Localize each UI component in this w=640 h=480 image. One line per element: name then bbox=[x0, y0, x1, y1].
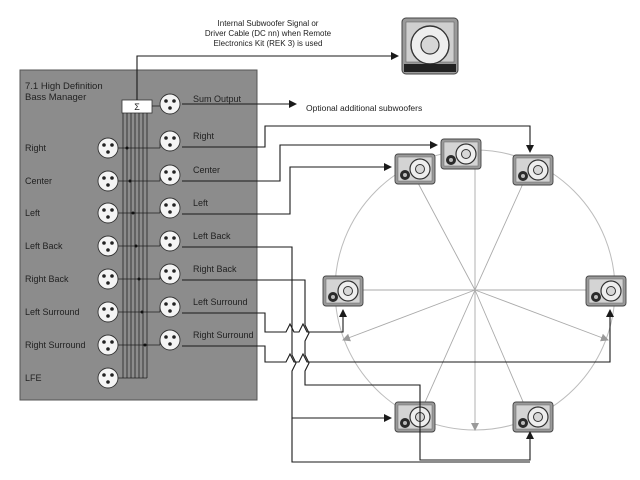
sum-symbol: Σ bbox=[134, 102, 140, 112]
wire-right bbox=[182, 125, 534, 153]
direction-spoke bbox=[417, 289, 476, 419]
summing-bus bbox=[118, 105, 161, 379]
subwoofer-base bbox=[404, 64, 456, 72]
speakers bbox=[322, 138, 627, 433]
speaker-left-back-icon bbox=[394, 401, 436, 433]
input-label-lfe: LFE bbox=[25, 373, 42, 383]
output-label-left: Left bbox=[193, 198, 209, 208]
output-label-right-back: Right Back bbox=[193, 264, 237, 274]
output-label-sum-output: Sum Output bbox=[193, 94, 242, 104]
wiring bbox=[136, 52, 614, 463]
output-connector-sum-output-icon bbox=[159, 93, 181, 115]
input-connector-right-back-icon bbox=[97, 268, 119, 290]
optional-subwoofers-label: Optional additional subwoofers bbox=[306, 103, 422, 113]
input-connector-left-icon bbox=[97, 202, 119, 224]
speaker-center-icon bbox=[440, 138, 482, 170]
annotations: Internal Subwoofer Signal or Driver Cabl… bbox=[205, 19, 422, 113]
subwoofer-unit bbox=[401, 17, 459, 75]
output-label-left-surround: Left Surround bbox=[193, 297, 248, 307]
wire-left-surround bbox=[182, 309, 347, 333]
output-connector-right-surround-icon bbox=[159, 329, 181, 351]
direction-spoke bbox=[474, 289, 609, 342]
input-label-left-surround: Left Surround bbox=[25, 307, 80, 317]
input-label-right: Right bbox=[25, 143, 47, 153]
subwoofer-dome bbox=[420, 35, 440, 55]
speaker-left-icon bbox=[394, 153, 436, 185]
direction-spoke bbox=[474, 167, 531, 291]
input-connector-lfe-icon bbox=[97, 367, 119, 389]
bus-junction bbox=[128, 179, 132, 183]
bus-junction bbox=[137, 277, 141, 281]
output-label-right-surround: Right Surround bbox=[193, 330, 254, 340]
input-label-left-back: Left Back bbox=[25, 241, 63, 251]
speaker-right-icon bbox=[512, 154, 554, 186]
panel-title-line1: 7.1 High Definition bbox=[25, 81, 103, 92]
output-connector-left-icon bbox=[159, 197, 181, 219]
bus-junction bbox=[131, 211, 135, 215]
output-connector-left-surround-icon bbox=[159, 296, 181, 318]
internal-signal-line3: Electronics Kit (REK 3) is used bbox=[214, 39, 323, 48]
wire-right-surround bbox=[182, 309, 614, 363]
output-label-center: Center bbox=[193, 165, 220, 175]
input-label-left: Left bbox=[25, 208, 41, 218]
direction-spoke bbox=[342, 289, 476, 342]
internal-signal-line1: Internal Subwoofer Signal or bbox=[218, 19, 319, 28]
input-connector-right-surround-icon bbox=[97, 334, 119, 356]
speaker-left-surround-icon bbox=[322, 275, 364, 307]
input-connector-left-back-icon bbox=[97, 235, 119, 257]
speaker-layout bbox=[322, 138, 627, 433]
bass-manager-panel: 7.1 High Definition Bass Manager Σ Right… bbox=[19, 69, 258, 401]
wire-left bbox=[182, 163, 392, 215]
output-connector-left-back-icon bbox=[159, 230, 181, 252]
internal-signal-line2: Driver Cable (DC nn) when Remote bbox=[205, 29, 332, 38]
direction-spoke bbox=[409, 167, 476, 291]
bus-junction bbox=[143, 343, 147, 347]
output-connector-right-icon bbox=[159, 130, 181, 152]
bus-junction bbox=[134, 244, 138, 248]
output-connector-right-back-icon bbox=[159, 263, 181, 285]
wire-left-back-return bbox=[291, 418, 530, 463]
wire-internal-subwoofer bbox=[136, 52, 399, 100]
speaker-right-surround-icon bbox=[585, 275, 627, 307]
direction-spoke bbox=[474, 289, 531, 419]
wire-right-back bbox=[182, 279, 534, 461]
input-label-right-surround: Right Surround bbox=[25, 340, 86, 350]
speaker-right-back-icon bbox=[512, 401, 554, 433]
output-label-left-back: Left Back bbox=[193, 231, 231, 241]
input-label-center: Center bbox=[25, 176, 52, 186]
panel-title-line2: Bass Manager bbox=[25, 92, 86, 103]
input-connector-center-icon bbox=[97, 170, 119, 192]
direction-spokes bbox=[342, 150, 609, 431]
output-label-right: Right bbox=[193, 131, 215, 141]
wire-center bbox=[182, 141, 438, 182]
bus-junction bbox=[125, 146, 129, 150]
output-connector-center-icon bbox=[159, 164, 181, 186]
input-connector-right-icon bbox=[97, 137, 119, 159]
input-connector-left-surround-icon bbox=[97, 301, 119, 323]
bus-junction bbox=[140, 310, 144, 314]
input-label-right-back: Right Back bbox=[25, 274, 69, 284]
